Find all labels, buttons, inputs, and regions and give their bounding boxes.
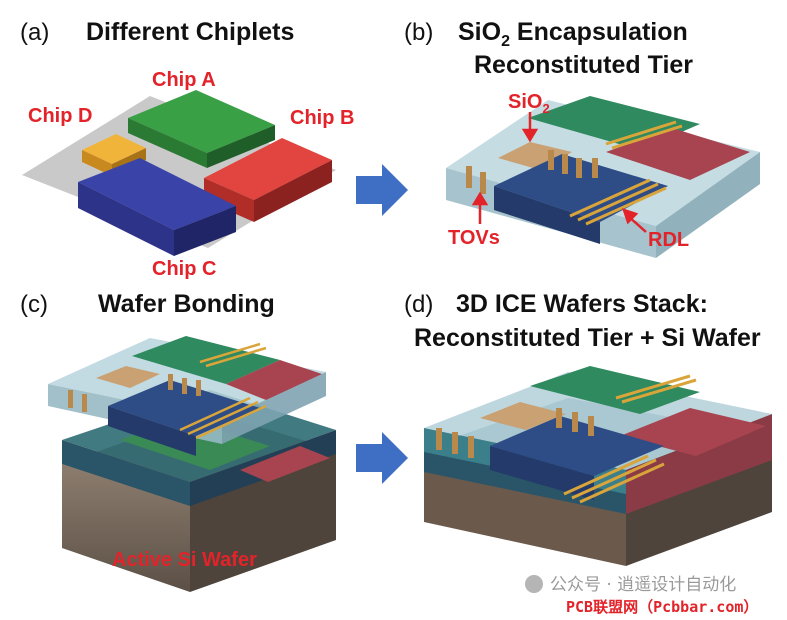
panel-d-title-line1: 3D ICE Wafers Stack: xyxy=(456,290,708,318)
chip-b-label: Chip B xyxy=(290,107,354,129)
chip-a-label: Chip A xyxy=(152,69,216,91)
wafer-stack xyxy=(424,366,772,566)
watermark-line1: 公众号 · 逍遥设计自动化 xyxy=(550,575,736,595)
tovs-label: TOVs xyxy=(448,227,500,249)
panel-b-letter: (b) xyxy=(404,19,433,46)
chip-c-label: Chip C xyxy=(152,258,216,280)
sio2-label: SiO2 xyxy=(508,91,550,116)
label-arrows xyxy=(471,112,647,233)
chip-b-block xyxy=(204,138,332,222)
tov-pillars-d xyxy=(436,408,594,458)
chip-c-embedded xyxy=(494,154,668,244)
active-si-wafer-label: Active Si Wafer xyxy=(112,549,257,571)
tov-pillars xyxy=(466,150,598,194)
arrow-right-icon xyxy=(356,164,408,216)
rdl-label: RDL xyxy=(648,229,689,251)
panel-c-letter: (c) xyxy=(20,291,48,318)
panel-b: (b) SiO2 Encapsulation Reconstituted Tie… xyxy=(404,18,760,258)
panel-b-title-line2: Reconstituted Tier xyxy=(474,51,693,79)
panel-a-title: Different Chiplets xyxy=(86,18,294,46)
chip-d-embedded xyxy=(498,142,572,170)
chip-b-embedded xyxy=(606,128,750,180)
arrow-right-icon-2 xyxy=(356,432,408,484)
wechat-logo-icon xyxy=(525,575,543,593)
tov-pillars-c xyxy=(68,374,201,412)
watermark-line2: PCB联盟网（Pcbbar.com） xyxy=(566,598,758,616)
chip-c-block xyxy=(78,158,236,256)
panel-d-title-line2: Reconstituted Tier + Si Wafer xyxy=(414,324,761,352)
panel-b-title: SiO2 Encapsulation xyxy=(458,18,688,50)
rdl-lines-d xyxy=(563,374,697,504)
panel-c: (c) Wafer Bonding xyxy=(20,290,336,592)
chip-d-label: Chip D xyxy=(28,105,92,127)
rdl-lines-c xyxy=(179,342,267,440)
watermark: 公众号 · 逍遥设计自动化 PCB联盟网（Pcbbar.com） xyxy=(525,575,758,616)
panel-c-title: Wafer Bonding xyxy=(98,290,275,318)
panel-d-letter: (d) xyxy=(404,291,433,318)
panel-a: (a) Different Chiplets Chip A C xyxy=(20,18,354,280)
panel-d: (d) 3D ICE Wafers Stack: Reconstituted T… xyxy=(404,290,772,566)
rdl-lines xyxy=(569,120,683,226)
chip-a-block xyxy=(128,90,275,168)
panel-a-letter: (a) xyxy=(20,19,49,46)
